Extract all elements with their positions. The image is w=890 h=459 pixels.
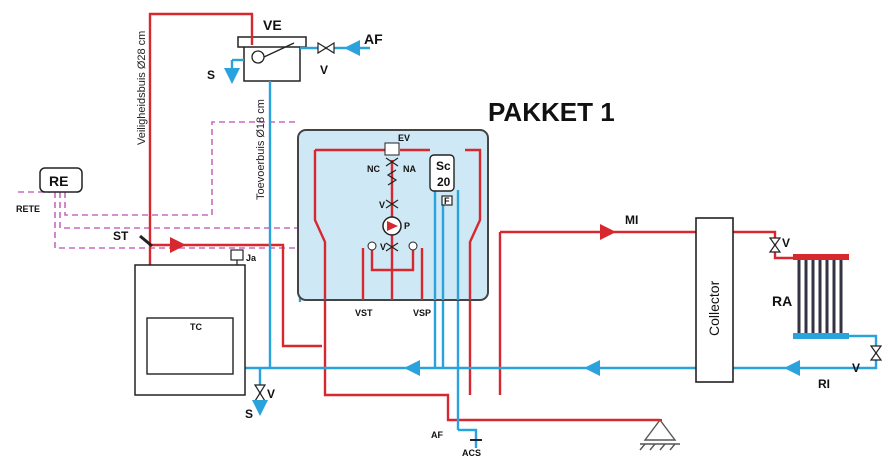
boiler-tc bbox=[134, 249, 246, 396]
label-v-bottom: V bbox=[267, 387, 275, 401]
label-rete: RETE bbox=[16, 204, 40, 214]
label-sc: Sc bbox=[436, 159, 451, 173]
valves bbox=[253, 41, 883, 402]
signal-lines bbox=[18, 121, 298, 249]
label-s-bottom: S bbox=[245, 407, 253, 421]
label-safety-pipe: Veiligheidsbuis Ø28 cm bbox=[136, 31, 148, 145]
expansion-tank-ve bbox=[237, 36, 307, 82]
label-v-pump-upper: V bbox=[379, 200, 385, 210]
label-nc: NC bbox=[367, 164, 380, 174]
label-af-top: AF bbox=[364, 31, 383, 47]
label-v-top: V bbox=[320, 63, 328, 77]
page-title: PAKKET 1 bbox=[488, 97, 615, 127]
label-v-right-top: V bbox=[782, 236, 790, 250]
label-ri: RI bbox=[818, 377, 830, 391]
controller-re bbox=[39, 167, 83, 193]
label-acs: ACS bbox=[462, 448, 481, 458]
drain-icon bbox=[639, 418, 680, 451]
label-vsp: VSP bbox=[413, 308, 431, 318]
label-re: RE bbox=[49, 173, 68, 189]
label-collector: Collector bbox=[706, 280, 722, 336]
label-ev: EV bbox=[398, 133, 410, 143]
label-f: F bbox=[444, 196, 450, 206]
label-p: P bbox=[404, 221, 410, 231]
collector bbox=[695, 217, 734, 383]
label-ra: RA bbox=[772, 293, 792, 309]
label-ve: VE bbox=[263, 17, 282, 33]
label-v-pump-lower: V bbox=[380, 242, 386, 252]
sensor-st bbox=[139, 234, 153, 248]
label-na: NA bbox=[403, 164, 416, 174]
label-st: ST bbox=[113, 229, 129, 243]
label-sc-num: 20 bbox=[437, 175, 451, 189]
label-v-right-bottom: V bbox=[852, 361, 860, 375]
label-af-bottom: AF bbox=[431, 430, 443, 440]
label-tc: TC bbox=[190, 322, 202, 332]
pakket-panel bbox=[297, 129, 489, 301]
label-vst: VST bbox=[355, 308, 373, 318]
radiator-ra bbox=[793, 254, 849, 339]
flow-arrows bbox=[170, 40, 800, 421]
label-mi: MI bbox=[625, 213, 638, 227]
label-ja: Ja bbox=[246, 253, 257, 263]
label-s-top: S bbox=[207, 68, 215, 82]
label-supply-pipe: Toevoerbuis Ø18 cm bbox=[255, 99, 267, 200]
